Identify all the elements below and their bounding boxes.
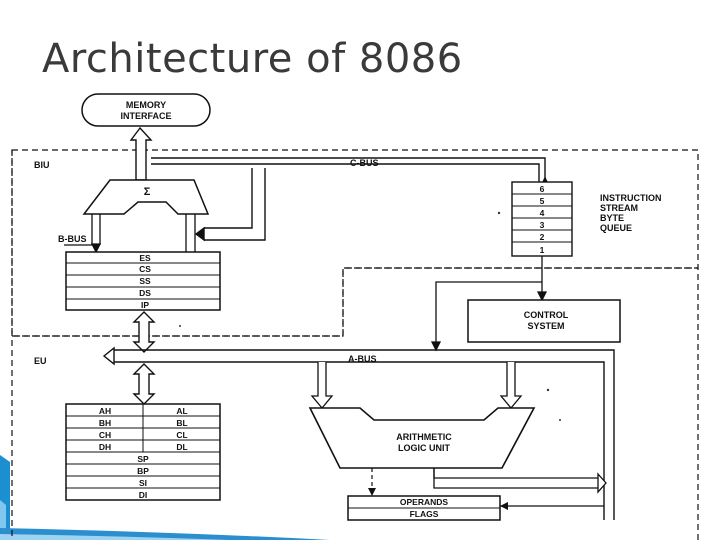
alu-output-arrow (433, 468, 607, 494)
register-bl: BL (176, 418, 187, 428)
memory-interface-label-2: INTERFACE (120, 111, 171, 121)
eu-label: EU (34, 356, 47, 366)
register-bh: BH (99, 418, 111, 428)
control-system: CONTROL SYSTEM (467, 299, 621, 343)
register-ss: SS (139, 276, 151, 286)
register-ch: CH (99, 430, 111, 440)
register-cl: CL (176, 430, 187, 440)
queue-output-lines (430, 256, 548, 352)
b-bus (64, 214, 196, 254)
queue-slot-6: 6 (540, 184, 545, 194)
queue-label-line-3: BYTE (600, 213, 624, 223)
general-register-bus-arrow (132, 363, 156, 405)
biu-label: BIU (34, 160, 50, 170)
queue-label-line-1: INSTRUCTION (600, 193, 662, 203)
alu-label-2: LOGIC UNIT (398, 443, 450, 453)
queue-label: INSTRUCTION STREAM BYTE QUEUE (600, 193, 662, 233)
register-dl: DL (176, 442, 187, 452)
register-di: DI (139, 490, 148, 500)
register-ip: IP (141, 300, 149, 310)
register-sp: SP (137, 454, 149, 464)
alu: ARITHMETIC LOGIC UNIT (308, 407, 536, 469)
control-system-label-1: CONTROL (524, 310, 569, 320)
a-bus (102, 346, 615, 520)
alu-label-1: ARITHMETIC (396, 432, 452, 442)
sigma-icon: Σ (144, 186, 151, 198)
memory-bus-arrow (129, 126, 153, 181)
scan-specks (179, 211, 561, 421)
queue-slot-4: 4 (540, 208, 545, 218)
queue-slot-2: 2 (540, 232, 545, 242)
b-bus-label: B-BUS (58, 234, 87, 244)
queue-label-line-2: STREAM (600, 203, 638, 213)
queue-slot-5: 5 (540, 196, 545, 206)
register-al: AL (176, 406, 187, 416)
queue-label-line-4: QUEUE (600, 223, 632, 233)
biu-eu-bus-arrow (132, 311, 156, 353)
register-ds: DS (139, 288, 151, 298)
instruction-queue: 6 5 4 3 2 1 (511, 181, 573, 257)
page-title: Architecture of 8086 (42, 36, 463, 82)
c-bus-label: C-BUS (350, 158, 379, 168)
control-system-label-2: SYSTEM (527, 321, 564, 331)
ip-feed-lines (194, 168, 266, 242)
flags-label: FLAGS (410, 509, 439, 519)
register-si: SI (139, 478, 147, 488)
memory-interface-label-1: MEMORY (126, 100, 166, 110)
slide-decoration (0, 455, 330, 540)
memory-interface: MEMORY INTERFACE (81, 93, 211, 127)
register-bp: BP (137, 466, 149, 476)
register-es: ES (139, 253, 151, 263)
register-ah: AH (99, 406, 111, 416)
address-adder: Σ (82, 179, 210, 215)
operands-flags: OPERANDS FLAGS (347, 495, 501, 521)
segment-registers: ES CS SS DS IP (65, 251, 221, 311)
register-cs: CS (139, 264, 151, 274)
a-bus-label: A-BUS (348, 354, 377, 364)
unit-boundaries (11, 149, 699, 540)
flag-lines (368, 468, 604, 510)
queue-slot-3: 3 (540, 220, 545, 230)
queue-slot-1: 1 (540, 245, 545, 255)
general-registers: AH AL BH BL CH CL DH DL SP BP SI DI (65, 403, 221, 501)
operands-label: OPERANDS (400, 497, 449, 507)
alu-input-arrows (310, 362, 523, 410)
register-dh: DH (99, 442, 111, 452)
